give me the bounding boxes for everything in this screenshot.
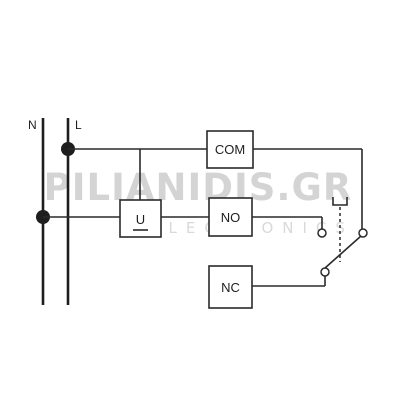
no-contact	[317, 228, 327, 238]
switch-blade	[324, 235, 362, 269]
no-label: NO	[221, 210, 241, 225]
no-wire	[43, 216, 323, 229]
com-block: COM	[206, 130, 254, 169]
nc-label: NC	[221, 280, 240, 295]
relay-switch	[317, 197, 368, 277]
com-contact	[358, 228, 368, 238]
rail-label-line: L	[75, 118, 82, 132]
nc-wire	[252, 276, 326, 287]
relay-actuator	[332, 197, 348, 206]
coil-label: U	[136, 212, 145, 227]
com-label: COM	[215, 142, 245, 157]
nc-block: NC	[208, 265, 253, 309]
rail-label-neutral: N	[28, 118, 37, 132]
no-block: NO	[208, 197, 253, 237]
coil-block: U	[119, 199, 162, 238]
watermark-logo: PILIANIDIS.GR	[44, 166, 353, 209]
nc-contact	[320, 267, 330, 277]
com-wire	[68, 148, 363, 229]
